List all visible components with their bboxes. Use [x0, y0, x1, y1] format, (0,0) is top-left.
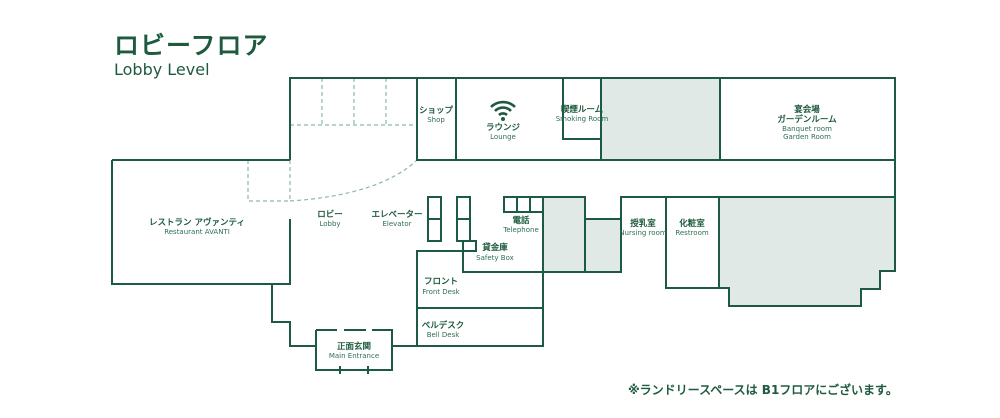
label-en: Safety Box — [476, 254, 514, 262]
label-en: Telephone — [502, 226, 539, 234]
wifi-icon — [490, 100, 516, 121]
page-title: ロビーフロア — [114, 31, 269, 60]
page-subtitle: Lobby Level — [114, 60, 210, 79]
label-jp: ショップ — [419, 105, 454, 116]
label-en: Lounge — [490, 133, 516, 141]
label-jp: 正面玄関 — [337, 341, 371, 352]
elevator-shafts — [427, 196, 477, 252]
label-jp: エレベーター — [371, 209, 422, 220]
label-en-2: Garden Room — [783, 133, 831, 141]
label-jp-2: ガーデンルーム — [777, 114, 837, 125]
label-en: Banquet room — [782, 125, 832, 133]
label-jp: 貸金庫 — [481, 242, 508, 253]
shaded-area-top — [600, 77, 721, 161]
label-jp: ロビー — [317, 209, 343, 220]
label-en: Lobby — [319, 220, 340, 228]
shaded-area-large — [718, 196, 896, 307]
label-en: Bell Desk — [427, 331, 461, 339]
label-en: Restaurant AVANTI — [164, 228, 230, 236]
walls — [111, 77, 896, 347]
label-jp: ベルデスク — [422, 320, 465, 331]
label-en: Elevator — [382, 220, 411, 228]
label-jp: 電話 — [512, 215, 530, 226]
main-entrance-structure — [315, 329, 393, 374]
label-en: Nursing room — [619, 229, 667, 237]
label-en: Shop — [427, 116, 445, 124]
label-jp: レストラン アヴァンティ — [149, 217, 245, 228]
label-jp: 授乳室 — [630, 218, 656, 229]
label-jp: 化粧室 — [679, 218, 705, 229]
label-en: Smoking Room — [556, 115, 609, 123]
label-jp: フロント — [424, 277, 458, 287]
label-jp: ラウンジ — [486, 123, 521, 133]
label-jp: 喫煙ルーム — [561, 104, 604, 115]
label-en: Main Entrance — [329, 352, 379, 360]
label-en: Front Desk — [422, 288, 460, 296]
lobby-dashed-lines — [247, 78, 418, 202]
label-en: Restroom — [675, 229, 709, 237]
shaded-area-1 — [542, 196, 586, 273]
label-jp: 宴会場 — [794, 104, 820, 115]
shaded-area-2 — [584, 218, 622, 273]
footer-note: ※ランドリースペースは B1フロアにございます。 — [628, 383, 898, 397]
telephone-booths — [503, 196, 544, 213]
